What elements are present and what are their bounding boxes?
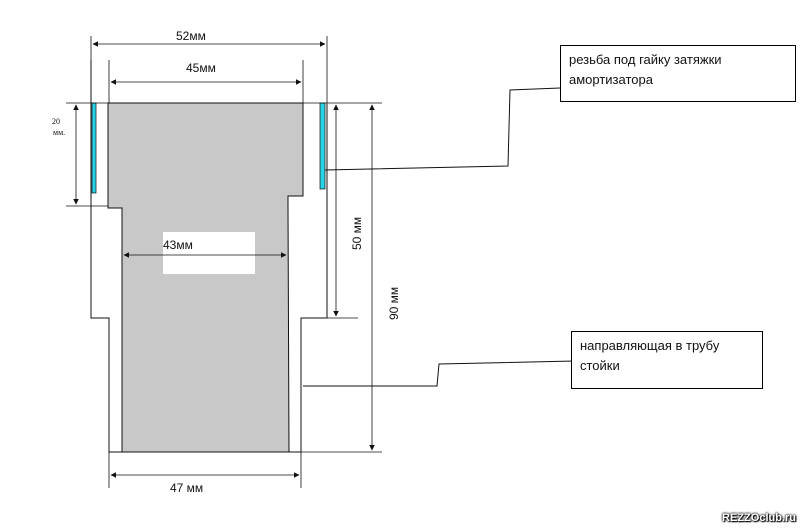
thread-mark-right: [319, 102, 326, 190]
dim-90-label: 90 мм: [387, 287, 401, 320]
watermark: REZZOclub.ru: [722, 512, 796, 524]
callout-thread: резьба под гайку затяжки амортизатора: [560, 45, 796, 102]
leader-guide: [303, 360, 575, 387]
dim-45-label: 45мм: [186, 61, 216, 75]
dim-20-label: 20: [52, 117, 60, 126]
leader-thread: [324, 87, 561, 171]
dim-47-label: 47 мм: [170, 481, 203, 495]
inner-body: [107, 102, 304, 453]
dim-43-label: 43мм: [163, 238, 193, 252]
dim-50-label: 50 мм: [350, 217, 364, 250]
callout-guide: направляющая в трубу стойки: [571, 331, 763, 389]
dim-20-unit: мм.: [53, 128, 65, 137]
dim-52-label: 52мм: [176, 29, 206, 43]
callout-guide-text: направляющая в трубу стойки: [580, 338, 720, 373]
callout-thread-text: резьба под гайку затяжки амортизатора: [569, 52, 722, 87]
thread-mark-left: [91, 102, 97, 194]
